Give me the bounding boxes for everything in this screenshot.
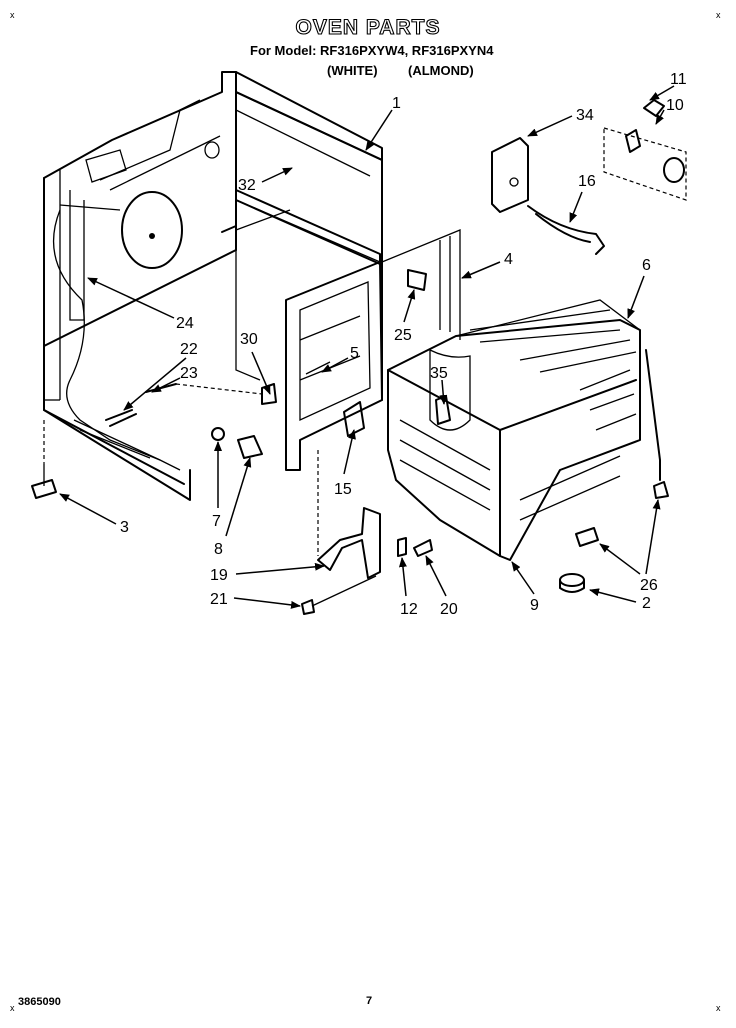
front-frame (221, 71, 461, 471)
document-code: 3865090 (18, 996, 61, 1008)
page-title: OVEN PARTS (295, 15, 441, 39)
callout-16: 16 (578, 173, 596, 190)
callout-numbers: 1 11 10 34 32 16 4 6 24 25 30 22 5 23 35… (120, 71, 687, 618)
callout-3: 3 (120, 519, 129, 536)
callout-1: 1 (392, 95, 401, 112)
callout-10: 10 (666, 97, 684, 114)
callout-12: 12 (400, 601, 418, 618)
callout-23: 23 (180, 365, 198, 382)
callout-7: 7 (212, 513, 221, 530)
callout-25: 25 (394, 327, 412, 344)
callout-20: 20 (440, 601, 458, 618)
model-numbers: For Model: RF316PXYW4, RF316PXYN4 (250, 43, 494, 58)
callout-30: 30 (240, 331, 258, 348)
callout-24: 24 (176, 315, 194, 332)
almond-label: (ALMOND) (408, 63, 474, 78)
callout-2: 2 (642, 595, 651, 612)
callout-35: 35 (430, 365, 448, 382)
callout-6: 6 (642, 257, 651, 274)
callout-22: 22 (180, 341, 198, 358)
callout-15: 15 (334, 481, 352, 498)
callout-26: 26 (640, 577, 658, 594)
callout-5: 5 (350, 345, 359, 362)
callout-9: 9 (530, 597, 539, 614)
leader-lines (59, 85, 675, 609)
registration-mark: x (716, 1003, 721, 1013)
callout-21: 21 (210, 591, 228, 608)
callout-32: 32 (238, 177, 256, 194)
registration-mark: x (716, 10, 721, 20)
callout-34: 34 (576, 107, 594, 124)
callout-4: 4 (504, 251, 513, 268)
page-number: 7 (366, 995, 373, 1007)
callout-19: 19 (210, 567, 228, 584)
callout-11: 11 (670, 71, 687, 88)
callout-8: 8 (214, 541, 223, 558)
cabinet-side-panel (43, 71, 383, 501)
oven-cavity (387, 299, 661, 561)
white-label: (WHITE) (327, 63, 378, 78)
registration-mark: x (10, 10, 15, 20)
registration-mark: x (10, 1003, 15, 1013)
